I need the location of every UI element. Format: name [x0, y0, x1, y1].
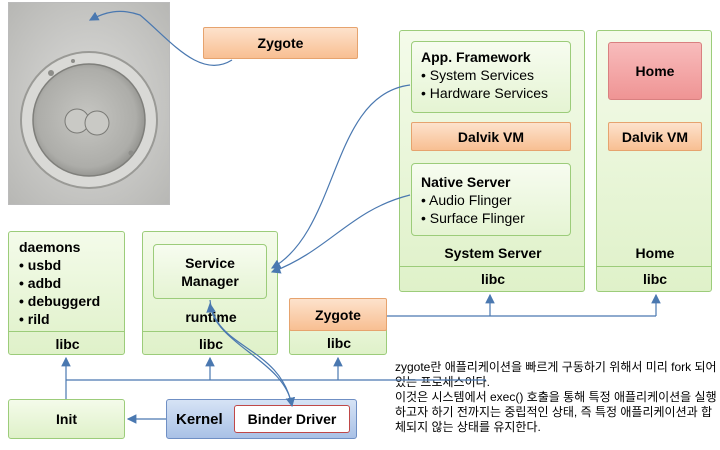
zygote-panel: Zygote libc	[289, 298, 387, 355]
daemons-panel: daemons usbd adbd debuggerd rild libc	[8, 231, 125, 355]
app-framework-box: App. Framework System Services Hardware …	[411, 41, 571, 113]
service-manager-label: Service Manager	[181, 254, 239, 289]
note-line: 이것은 시스템에서 exec() 호출을 통해 특정 애플리케이션을 실행하고자…	[395, 390, 717, 434]
zygote-note: zygote란 애플리케이션을 빠르게 구동하기 위해서 미리 fork 되어 …	[395, 360, 717, 435]
arrow-binder-to-service-manager	[206, 302, 293, 407]
home-app-label: Home	[635, 63, 675, 79]
list-item: usbd	[19, 256, 100, 274]
zygote-cell-photo	[8, 2, 170, 205]
zygote-top-label: Zygote	[257, 35, 304, 51]
dalvik-label: Dalvik VM	[621, 128, 689, 145]
home-panel: Home Dalvik VM Home libc	[596, 30, 712, 292]
init-box: Init	[8, 399, 125, 439]
app-framework-list: System Services Hardware Services	[421, 66, 570, 102]
kernel-label: Kernel	[176, 411, 223, 428]
list-item: adbd	[19, 274, 100, 292]
list-item: debuggerd	[19, 292, 100, 310]
home-panel-libc: libc	[642, 271, 668, 287]
arrow-native-to-service-manager	[270, 194, 411, 274]
daemons-title: daemons	[19, 239, 81, 255]
dalvik-label: Dalvik VM	[457, 128, 525, 145]
app-framework-title: App. Framework	[421, 49, 531, 65]
list-item: Audio Flinger	[421, 191, 570, 209]
home-app-box: Home	[608, 42, 702, 100]
home-panel-label: Home	[635, 245, 675, 261]
service-manager-box: Service Manager	[153, 244, 267, 299]
runtime-libc: libc	[198, 336, 224, 352]
list-item: Hardware Services	[421, 84, 570, 102]
native-server-list: Audio Flinger Surface Flinger	[421, 191, 570, 227]
daemons-libc: libc	[55, 336, 80, 352]
list-item: rild	[19, 310, 100, 328]
list-item: System Services	[421, 66, 570, 84]
home-dalvik-box: Dalvik VM	[608, 122, 702, 151]
kernel-box: Kernel Binder Driver	[166, 399, 357, 439]
zygote-libc: libc	[326, 335, 352, 351]
binder-driver-label: Binder Driver	[247, 411, 337, 427]
arrow-framework-to-service-manager	[270, 84, 411, 269]
zygote-top-box: Zygote	[203, 27, 358, 59]
system-server-panel: App. Framework System Services Hardware …	[399, 30, 585, 292]
system-server-label: System Server	[444, 245, 542, 261]
native-server-box: Native Server Audio Flinger Surface Flin…	[411, 163, 571, 236]
init-label: Init	[56, 411, 77, 427]
native-server-title: Native Server	[421, 174, 511, 190]
zygote-process-label: Zygote	[315, 306, 361, 323]
zygote-process-box: Zygote	[289, 298, 387, 331]
daemons-list: usbd adbd debuggerd rild	[19, 256, 100, 328]
runtime-panel: Service Manager runtime libc	[142, 231, 278, 355]
runtime-label: runtime	[185, 309, 237, 325]
list-item: Surface Flinger	[421, 209, 570, 227]
system-server-dalvik-box: Dalvik VM	[411, 122, 571, 151]
arrow-zygote-to-photo	[88, 10, 233, 66]
system-server-libc: libc	[480, 271, 506, 287]
note-line: zygote란 애플리케이션을 빠르게 구동하기 위해서 미리 fork 되어 …	[395, 360, 717, 389]
